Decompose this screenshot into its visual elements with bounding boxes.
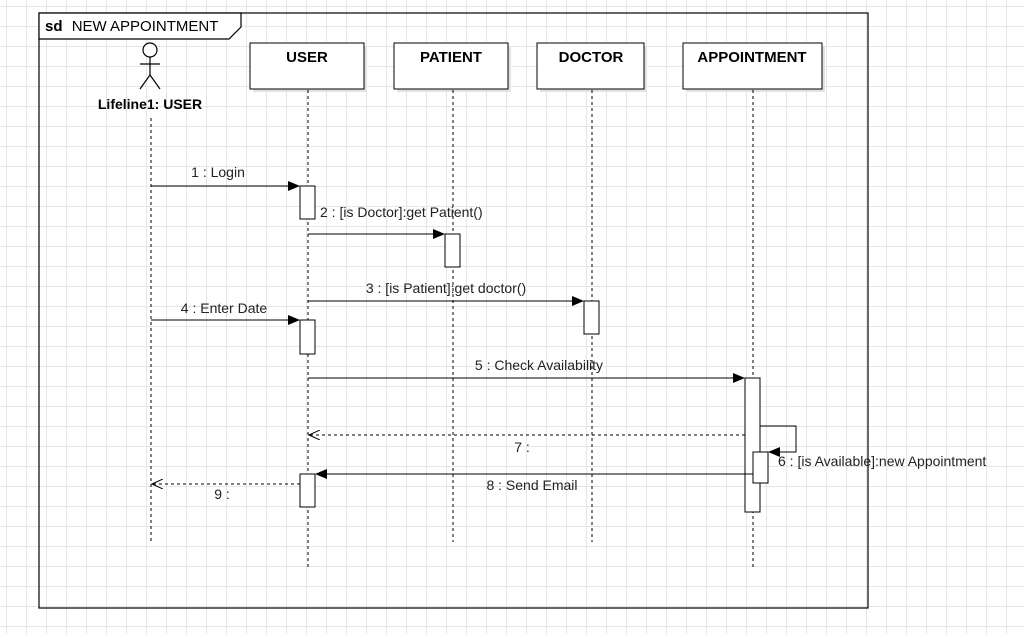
lifeline-patient[interactable]: PATIENT [393,42,511,542]
message-2[interactable]: 2 : [is Doctor]:get Patient() [308,204,483,239]
message-7[interactable]: 7 : [309,435,745,455]
message-9-label: 9 : [214,486,230,502]
message-3[interactable]: 3 : [is Patient]:get doctor() [308,280,584,306]
message-8[interactable]: 8 : Send Email [315,469,753,493]
lifeline-doctor-box [536,42,645,90]
lifeline-user-label: USER [286,49,328,66]
stick-figure-icon [139,42,161,90]
message-9[interactable]: 9 : [152,484,300,502]
lifeline-appointment[interactable]: APPOINTMENT [682,42,825,570]
lifeline-doctor[interactable]: DOCTOR [536,42,647,542]
frame-keyword: sd [45,18,63,35]
message-4-label: 4 : Enter Date [181,300,268,316]
activation-appointment-1 [744,377,761,513]
message-2-label: 2 : [is Doctor]:get Patient() [320,204,483,220]
message-1-label: 1 : Login [191,164,245,180]
message-6-label: 6 : [is Available]:new Appointment [778,453,986,469]
lifeline-appointment-box [682,42,823,90]
actor-lifeline1[interactable]: Lifeline1: USER [98,42,202,542]
lifeline-user-box [249,42,365,90]
message-4[interactable]: 4 : Enter Date [151,300,300,325]
activation-patient-1 [444,233,461,268]
activation-user-2 [299,319,316,355]
lifeline-user[interactable]: USER [249,42,367,570]
activation-user-3 [299,473,316,508]
message-5-label: 5 : Check Availability [475,357,603,373]
lifeline-patient-box [393,42,509,90]
frame-title-tab [38,12,242,40]
lifeline-appointment-label: APPOINTMENT [697,49,806,66]
actor-label: Lifeline1: USER [98,96,202,112]
message-3-label: 3 : [is Patient]:get doctor() [366,280,526,296]
message-6-arrow [760,425,797,457]
activation-appointment-2 [752,451,769,484]
message-6[interactable]: 6 : [is Available]:new Appointment [760,425,986,469]
activation-user-1 [299,185,316,220]
message-7-label: 7 : [514,439,530,455]
interaction-frame [38,12,869,609]
activation-doctor-1 [583,300,600,335]
frame-name: NEW APPOINTMENT [72,18,219,35]
frame-title: sd NEW APPOINTMENT [45,18,218,35]
message-1[interactable]: 1 : Login [151,164,300,191]
message-8-label: 8 : Send Email [486,477,577,493]
lifeline-patient-label: PATIENT [420,49,482,66]
message-5[interactable]: 5 : Check Availability [308,357,745,383]
lifeline-doctor-label: DOCTOR [559,49,624,66]
